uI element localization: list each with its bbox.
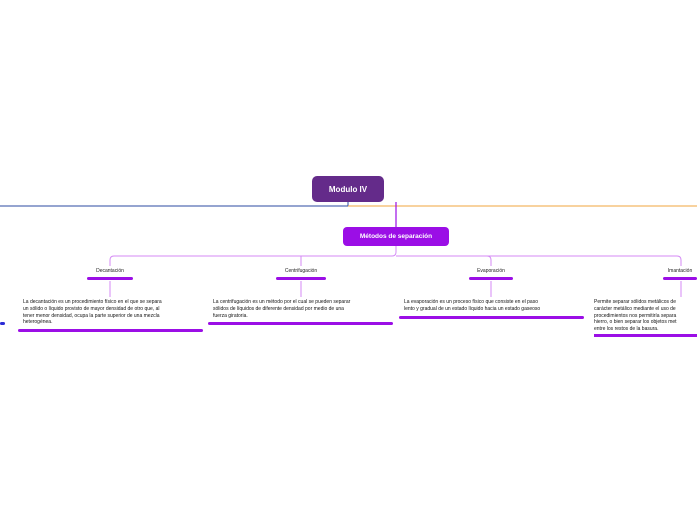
evaporacion-description[interactable]: La evaporación es un proceso físico que …: [398, 299, 585, 319]
description-line: La centrifugación es un método por el cu…: [213, 299, 351, 305]
branch-evaporacion[interactable]: Evaporación: [469, 268, 513, 274]
description-line: La evaporación es un proceso físico que …: [404, 299, 538, 305]
centrifugacion-description[interactable]: La centrifugación es un método por el cu…: [207, 299, 394, 326]
decantacion-description[interactable]: La decantación es un procedimiento físic…: [18, 299, 203, 333]
description-line: Permite separar sólidos metálicos de: [594, 299, 676, 305]
description-line: procedimientos nos permitiría separa: [594, 312, 677, 319]
description-line: fuerza giratoria.: [213, 312, 248, 319]
description-line: sólidos de líquidos de diferente densida…: [213, 305, 344, 312]
root-topic-label: Modulo IV: [328, 184, 368, 194]
description-line: entre los restos de la basura.: [594, 326, 659, 333]
description-line: La decantación es un procedimiento físic…: [23, 299, 162, 305]
description-line: un sólido o líquido provisto de mayor de…: [23, 305, 160, 312]
description-line: lento y gradual de un estado líquido hac…: [404, 305, 541, 312]
branch-decantacion-title: Decantación: [96, 268, 124, 274]
branch-evaporacion-title: Evaporación: [477, 268, 505, 274]
branch-imantacion-title: Imantación: [667, 268, 693, 274]
main-topic-label: Métodos de separación: [359, 233, 433, 240]
branch-centrifugacion-title: Centrifugación: [284, 268, 318, 274]
branch-decantacion[interactable]: Decantación: [88, 268, 132, 274]
main-to-branches-connector: [109, 246, 682, 266]
imantacion-description[interactable]: Permite separar sólidos metálicos de car…: [594, 299, 677, 333]
imantacion-description-clip: Permite separar sólidos metálicos de car…: [594, 299, 697, 341]
imantacion-underline: [594, 334, 697, 337]
left-offscreen-node-stub: [0, 322, 5, 325]
root-topic-node[interactable]: Modulo IV: [312, 176, 384, 202]
description-line: carácter metálico mediante el uso de: [594, 305, 676, 312]
main-topic-node[interactable]: Métodos de separación: [343, 227, 449, 246]
description-line: heterogénea.: [23, 319, 53, 326]
description-line: hierro, o bien separar los objetos met: [594, 319, 677, 326]
description-line: tener menor densidad, ocupa la parte sup…: [23, 312, 160, 319]
branch-centrifugacion[interactable]: Centrifugación: [276, 268, 326, 274]
branch-imantacion[interactable]: Imantación: [663, 268, 697, 274]
